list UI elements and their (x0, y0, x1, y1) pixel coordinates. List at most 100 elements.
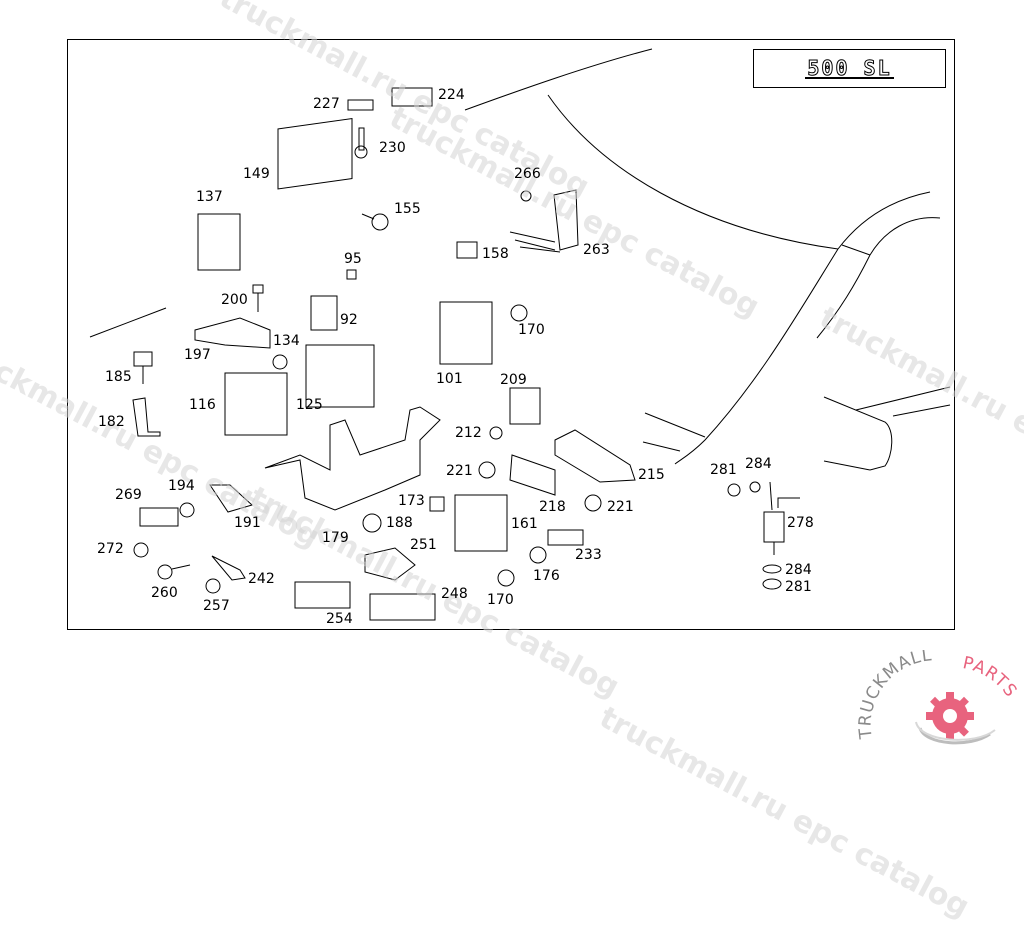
part-251-switch (364, 547, 416, 581)
part-92-relay (310, 295, 338, 331)
part-label[interactable]: 272 (97, 541, 124, 557)
car-body-outline (892, 404, 951, 417)
car-body-outline (837, 191, 931, 250)
part-label[interactable]: 263 (583, 242, 610, 258)
part-label[interactable]: 281 (710, 462, 737, 478)
part-label[interactable]: 188 (386, 515, 413, 531)
part-label[interactable]: 248 (441, 586, 468, 602)
car-body-outline (855, 386, 951, 411)
part-200-bolt (252, 284, 264, 294)
part-label[interactable]: 281 (785, 579, 812, 595)
part-185-bolt (133, 351, 153, 367)
part-label[interactable]: 278 (787, 515, 814, 531)
part-284-washer (762, 564, 782, 574)
car-body-outline (89, 307, 167, 338)
part-label[interactable]: 92 (340, 312, 358, 328)
part-278-sensor (763, 511, 785, 543)
part-224-connector (391, 87, 433, 107)
part-170-bolt (497, 569, 515, 587)
part-label[interactable]: 173 (398, 493, 425, 509)
part-label[interactable]: 230 (379, 140, 406, 156)
car-body-outline (674, 248, 839, 465)
part-209-bracket (509, 387, 541, 425)
part-281-nut (762, 578, 782, 590)
part-label[interactable]: 149 (243, 166, 270, 182)
part-label[interactable]: 179 (322, 530, 349, 546)
part-194-screw (179, 502, 195, 518)
part-269-switch (139, 507, 179, 527)
logo-text-truckmall: TRUCKMALL (855, 650, 933, 741)
car-body-outline (841, 244, 871, 256)
part-label[interactable]: 215 (638, 467, 665, 483)
part-230-screw-head (354, 145, 368, 159)
truckmall-parts-logo: TRUCKMALL PARTS (855, 650, 1020, 745)
part-label[interactable]: 233 (575, 547, 602, 563)
car-body-outline (464, 48, 653, 111)
car-body-outline (816, 254, 871, 339)
part-label[interactable]: 242 (248, 571, 275, 587)
part-263-bracket (553, 189, 579, 251)
part-label[interactable]: 200 (221, 292, 248, 308)
part-197-bracket (194, 317, 271, 349)
part-label[interactable]: 257 (203, 598, 230, 614)
part-label[interactable]: 209 (500, 372, 527, 388)
gear-icon (915, 692, 996, 745)
part-161-control-unit (454, 494, 508, 552)
part-label[interactable]: 158 (482, 246, 509, 262)
part-242-bracket (211, 555, 246, 581)
part-label[interactable]: 191 (234, 515, 261, 531)
part-272-nut (133, 542, 149, 558)
part-label[interactable]: 182 (98, 414, 125, 430)
part-label[interactable]: 224 (438, 87, 465, 103)
part-label[interactable]: 254 (326, 611, 353, 627)
part-label[interactable]: 155 (394, 201, 421, 217)
part-label[interactable]: 212 (455, 425, 482, 441)
part-158-relay (456, 241, 478, 259)
part-95-fuse (346, 269, 357, 280)
part-label[interactable]: 218 (539, 499, 566, 515)
part-label[interactable]: 95 (344, 251, 362, 267)
part-116-fuse-box (224, 372, 288, 436)
car-body-outline (823, 396, 893, 471)
part-label[interactable]: 176 (533, 568, 560, 584)
part-label[interactable]: 266 (514, 166, 541, 182)
part-label[interactable]: 269 (115, 487, 142, 503)
part-label[interactable]: 137 (196, 189, 223, 205)
part-label[interactable]: 221 (607, 499, 634, 515)
part-label[interactable]: 116 (189, 397, 216, 413)
part-label[interactable]: 227 (313, 96, 340, 112)
part-281-nut (727, 483, 741, 497)
part-176-bolt (529, 546, 547, 564)
part-label[interactable]: 194 (168, 478, 195, 494)
part-label[interactable]: 134 (273, 333, 300, 349)
part-label[interactable]: 284 (785, 562, 812, 578)
part-257-nut (205, 578, 221, 594)
part-137-module (197, 213, 241, 271)
part-248-switch (369, 593, 436, 621)
model-badge: 500 SL (805, 55, 894, 80)
part-label[interactable]: 170 (518, 322, 545, 338)
part-266-nut (520, 190, 532, 202)
part-label[interactable]: 125 (296, 397, 323, 413)
part-182-bracket (132, 397, 161, 437)
car-body-outline (869, 217, 941, 256)
part-label[interactable]: 101 (436, 371, 463, 387)
part-155-bolt (371, 213, 389, 231)
parts-drawing (89, 48, 951, 621)
part-label[interactable]: 221 (446, 463, 473, 479)
car-body-outline (642, 441, 681, 452)
part-134-screw (272, 354, 288, 370)
part-label[interactable]: 260 (151, 585, 178, 601)
part-label[interactable]: 161 (511, 516, 538, 532)
part-218-module (509, 454, 556, 496)
part-label[interactable]: 284 (745, 456, 772, 472)
part-label[interactable]: 170 (487, 592, 514, 608)
part-label[interactable]: 251 (410, 537, 437, 553)
car-body-outline (823, 460, 871, 471)
part-label[interactable]: 197 (184, 347, 211, 363)
part-221-nut (478, 461, 496, 479)
part-191-bracket (209, 484, 253, 513)
part-label[interactable]: 185 (105, 369, 132, 385)
part-149-control-unit (277, 117, 353, 190)
part-125-fuse-box (305, 344, 375, 408)
